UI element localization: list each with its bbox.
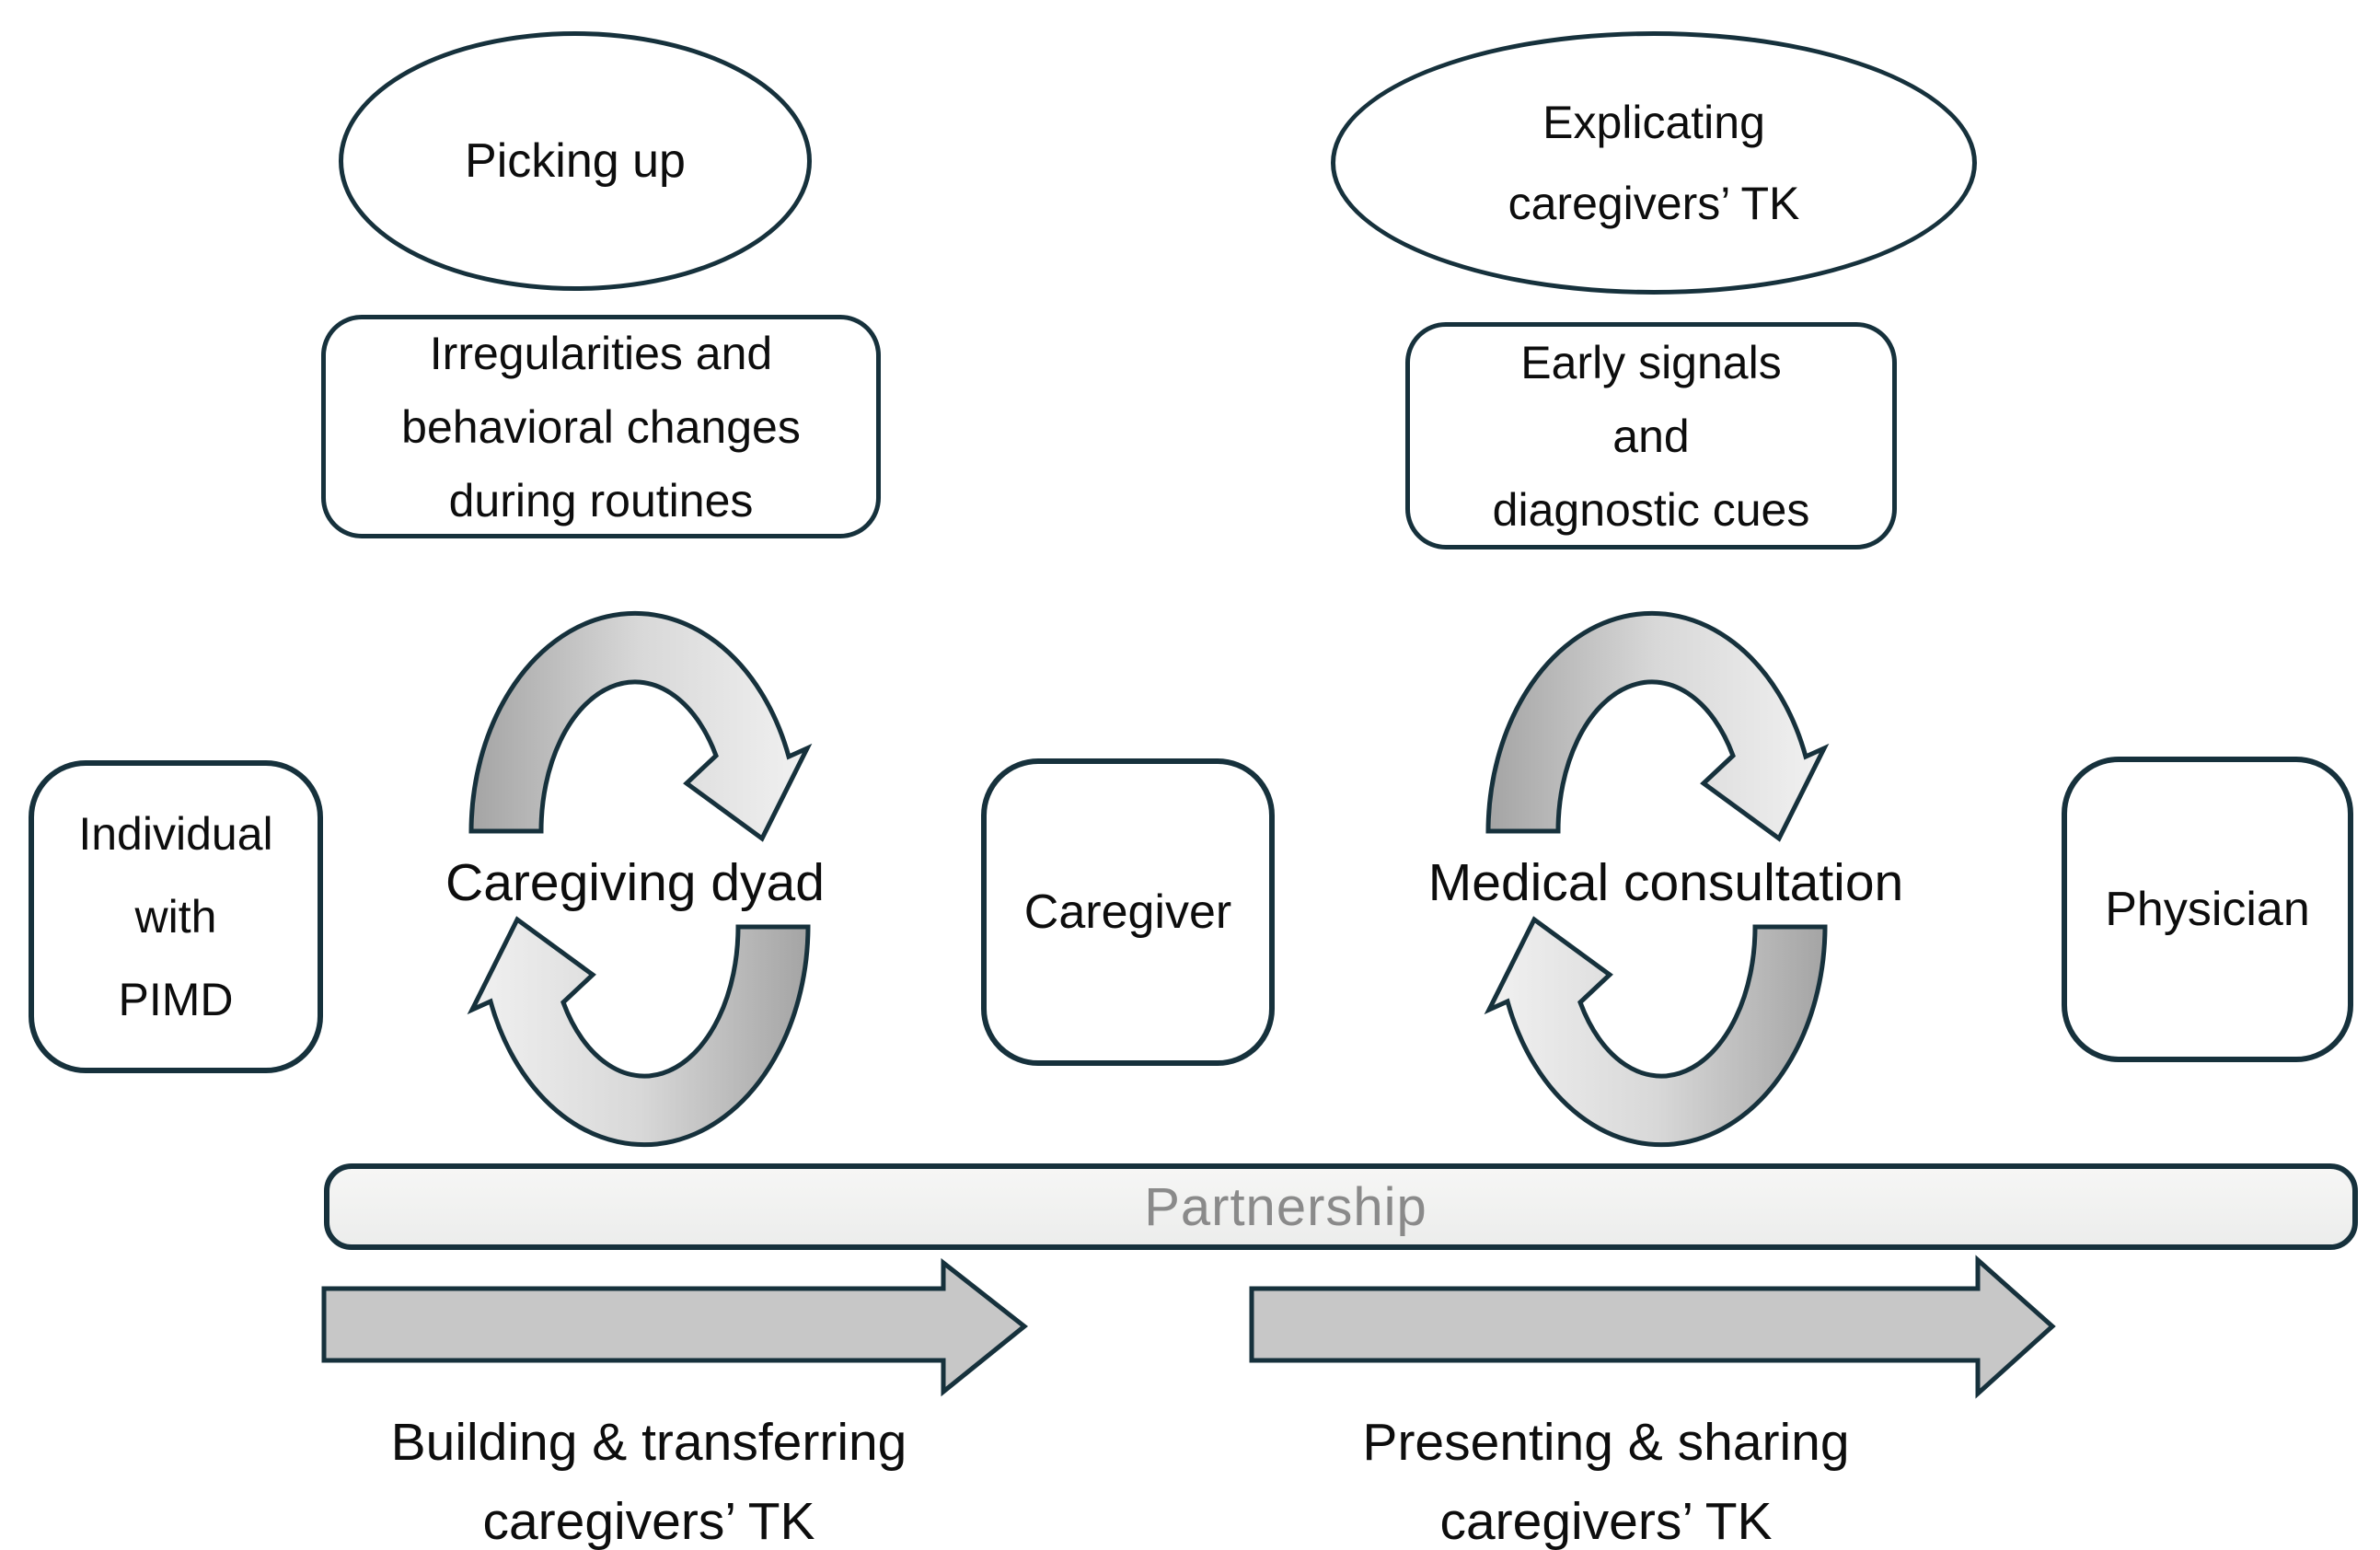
presenting-arrow-icon <box>1249 1255 2056 1399</box>
irregularities-line1: Irregularities and <box>429 327 773 379</box>
individual-line2: with <box>134 891 217 943</box>
individual-line1: Individual <box>78 808 273 860</box>
presenting-label: Presenting & sharing caregivers’ TK <box>1307 1403 1905 1550</box>
partnership-label: Partnership <box>1144 1176 1427 1237</box>
physician-label: Physician <box>2105 883 2310 936</box>
building-arrow-icon <box>321 1257 1029 1397</box>
caregiver-label: Caregiver <box>1023 885 1232 939</box>
early-signals-line3: diagnostic cues <box>1492 483 1810 536</box>
caregiving-cycle-arrows <box>467 610 813 1148</box>
partnership-bar: Partnership <box>324 1163 2358 1250</box>
presenting-label-line1: Presenting & sharing <box>1362 1413 1850 1472</box>
picking-up-ellipse: Picking up <box>339 31 812 291</box>
explicating-label-line1: Explicating <box>1542 97 1765 148</box>
building-label: Building & transferring caregivers’ TK <box>350 1403 948 1550</box>
building-label-line1: Building & transferring <box>390 1413 907 1472</box>
caregiver-box: Caregiver <box>981 758 1275 1066</box>
explicating-ellipse: Explicating caregivers’ TK <box>1331 31 1977 295</box>
picking-up-label: Picking up <box>465 134 686 188</box>
consultation-cycle-arrows <box>1484 610 1830 1148</box>
physician-box: Physician <box>2062 757 2353 1062</box>
caregiving-dyad-label: Caregiving dyad <box>445 853 825 912</box>
early-signals-line1: Early signals <box>1520 336 1782 388</box>
medical-consultation-label: Medical consultation <box>1427 853 1904 912</box>
irregularities-line2: behavioral changes <box>401 400 801 453</box>
cycle-bottom-arrow-icon <box>467 916 811 1148</box>
cycle-top-arrow-icon <box>468 610 813 842</box>
building-label-line2: caregivers’ TK <box>482 1492 815 1550</box>
cycle-bottom-arrow-icon <box>1484 916 1828 1148</box>
explicating-label-line2: caregivers’ TK <box>1508 178 1800 229</box>
cycle-top-arrow-icon <box>1485 610 1830 842</box>
irregularities-line3: during routines <box>448 474 754 526</box>
early-signals-box: Early signals and diagnostic cues <box>1405 322 1897 549</box>
early-signals-line2: and <box>1612 410 1690 462</box>
presenting-label-line2: caregivers’ TK <box>1439 1492 1773 1550</box>
irregularities-box: Irregularities and behavioral changes du… <box>321 315 881 538</box>
individual-pimd-box: Individual with PIMD <box>29 760 323 1073</box>
individual-line3: PIMD <box>118 974 234 1025</box>
